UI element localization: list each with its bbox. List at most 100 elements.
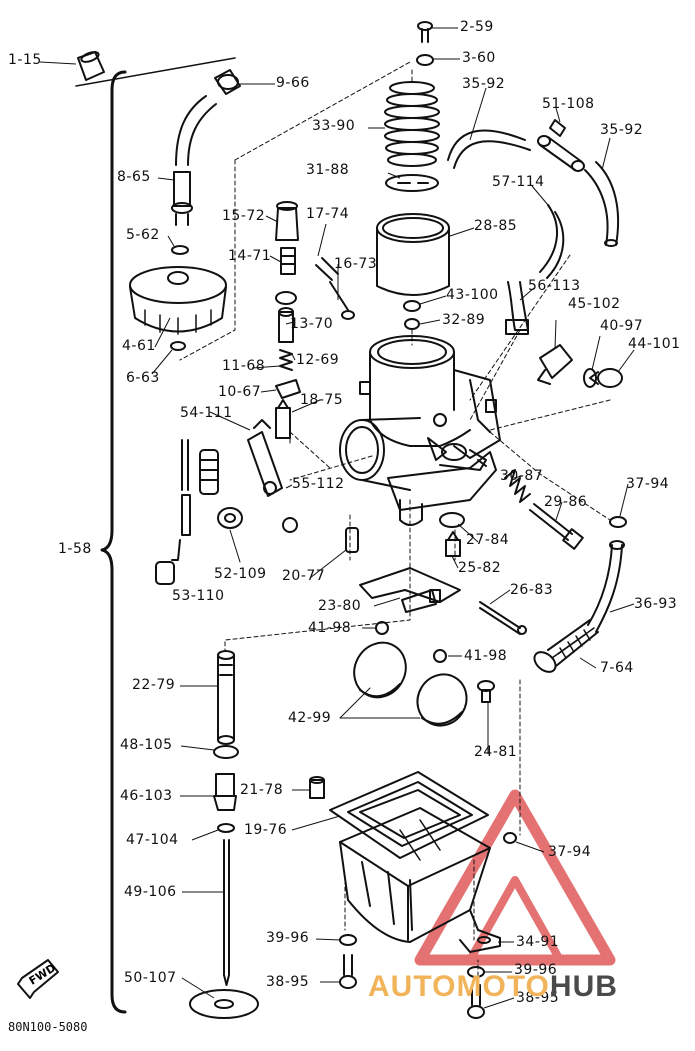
callout-label: 44-101 bbox=[628, 336, 681, 352]
part-clip-37-94-lower bbox=[503, 832, 517, 844]
watermark-part2: MOTO bbox=[456, 970, 550, 1003]
callout-label: 35-92 bbox=[462, 76, 506, 92]
part-boot-7-64 bbox=[533, 619, 599, 673]
callout-label: 10-67 bbox=[218, 384, 262, 400]
callout-label: 45-102 bbox=[568, 296, 621, 312]
part-screw-29-86 bbox=[529, 503, 584, 550]
part-hose-57-114 bbox=[539, 204, 565, 279]
callout-label: 57-114 bbox=[492, 174, 545, 190]
callout-label: 34-91 bbox=[516, 934, 560, 950]
callout-label: 49-106 bbox=[124, 884, 177, 900]
callout-label: 43-100 bbox=[446, 287, 499, 303]
callout-label: 15-72 bbox=[222, 208, 266, 224]
callout-label: 42-99 bbox=[288, 710, 332, 726]
callout-label: 4-61 bbox=[122, 338, 156, 354]
callout-label: 6-63 bbox=[126, 370, 160, 386]
callout-label: 41-98 bbox=[464, 648, 508, 664]
part-cap-9-66 bbox=[214, 69, 241, 95]
assembly-brace bbox=[100, 70, 127, 1014]
callout-label: 2-59 bbox=[460, 19, 494, 35]
part-washer-27-84 bbox=[439, 512, 465, 528]
callout-label: 33-90 bbox=[312, 118, 356, 134]
part-screw-17-74 bbox=[315, 257, 349, 311]
part-screw-38-95-b bbox=[467, 984, 485, 1019]
callout-label: 37-94 bbox=[548, 844, 592, 860]
callout-label: 27-84 bbox=[466, 532, 510, 548]
part-slide-28-85 bbox=[376, 213, 450, 296]
part-washer-3-60 bbox=[416, 54, 434, 66]
frame-line bbox=[179, 159, 236, 361]
part-washer-39-96-a bbox=[339, 934, 357, 946]
callout-label: 9-66 bbox=[276, 75, 310, 91]
part-washer-43-100 bbox=[403, 300, 421, 312]
part-cable-53-110 bbox=[155, 439, 191, 585]
part-retainer-31-88 bbox=[385, 174, 439, 192]
part-oring-47-104 bbox=[217, 823, 235, 833]
part-gasket-19-76 bbox=[329, 771, 489, 859]
part-jet-46-103 bbox=[213, 773, 237, 811]
watermark: AUTOMOTOHUB bbox=[368, 970, 618, 1004]
callout-label: 50-107 bbox=[124, 970, 177, 986]
callout-label: 51-108 bbox=[542, 96, 595, 112]
drawing-code: 80N100-5080 bbox=[8, 1020, 88, 1034]
part-spring-30-87 bbox=[504, 469, 531, 503]
callout-label: 47-104 bbox=[126, 832, 179, 848]
callout-label: 30-87 bbox=[500, 468, 544, 484]
callout-label: 48-105 bbox=[120, 737, 173, 753]
part-jet-25-82 bbox=[445, 531, 461, 557]
callout-label: 7-64 bbox=[600, 660, 634, 676]
callout-label: 46-103 bbox=[120, 788, 173, 804]
part-joint-51-108 bbox=[537, 119, 585, 172]
part-spring-33-90 bbox=[384, 81, 440, 167]
callout-label: 23-80 bbox=[318, 598, 362, 614]
part-screw-24-81 bbox=[477, 680, 495, 703]
part-ring-6-63 bbox=[170, 341, 186, 351]
part-washer-48-105 bbox=[213, 745, 239, 759]
leader-42-99 bbox=[339, 687, 421, 719]
callout-label: 12-69 bbox=[296, 352, 340, 368]
part-fitting-56-113 bbox=[505, 281, 529, 335]
part-screw-12-69 bbox=[278, 307, 294, 343]
part-hose-35-92-left bbox=[447, 129, 531, 169]
callout-label: 18-75 bbox=[300, 392, 344, 408]
assembly-label: 1-58 bbox=[58, 541, 92, 557]
callout-label: 38-95 bbox=[516, 990, 560, 1006]
callout-label: 54-111 bbox=[180, 405, 233, 421]
part-pin-26-83 bbox=[479, 601, 521, 635]
part-washer-13-70 bbox=[275, 291, 297, 305]
part-screw-21-78 bbox=[309, 776, 325, 799]
hose-end bbox=[604, 239, 618, 247]
part-needle-49-106 bbox=[223, 839, 230, 986]
part-screw-14-71 bbox=[280, 247, 296, 275]
part-bracket-10-67 bbox=[275, 379, 301, 399]
part-plug-44-101 bbox=[589, 368, 623, 388]
part-spring-16-73 bbox=[341, 310, 355, 320]
part-ring-55-112 bbox=[282, 517, 298, 533]
callout-label: 36-93 bbox=[634, 596, 678, 612]
callout-label: 41-98 bbox=[308, 620, 352, 636]
callout-label: 5-62 bbox=[126, 227, 160, 243]
part-elbow-45-102 bbox=[537, 344, 573, 385]
part-oring-5-62 bbox=[171, 245, 189, 255]
part-cap-1-15 bbox=[77, 51, 105, 81]
callout-label: 28-85 bbox=[474, 218, 518, 234]
hose-36-93-end bbox=[609, 540, 625, 550]
callout-label: 53-110 bbox=[172, 588, 225, 604]
leader-52-109 bbox=[229, 529, 241, 563]
callout-label: 39-96 bbox=[266, 930, 310, 946]
callout-label: 1-15 bbox=[8, 52, 42, 68]
callout-label: 14-71 bbox=[228, 248, 272, 264]
callout-label: 38-95 bbox=[266, 974, 310, 990]
callout-label: 16-73 bbox=[334, 256, 378, 272]
part-nozzle-18-75 bbox=[275, 399, 291, 439]
watermark-part1: AUTO bbox=[368, 970, 457, 1003]
callout-label: 3-60 bbox=[462, 50, 496, 66]
part-float-arm-23-80 bbox=[359, 567, 461, 613]
part-washer-50-107 bbox=[189, 989, 259, 1019]
part-hose-8-65-upper bbox=[175, 95, 217, 166]
part-float-bowl-34-91 bbox=[339, 807, 501, 953]
watermark-part3: HUB bbox=[549, 970, 618, 1003]
callout-label: 35-92 bbox=[600, 122, 644, 138]
